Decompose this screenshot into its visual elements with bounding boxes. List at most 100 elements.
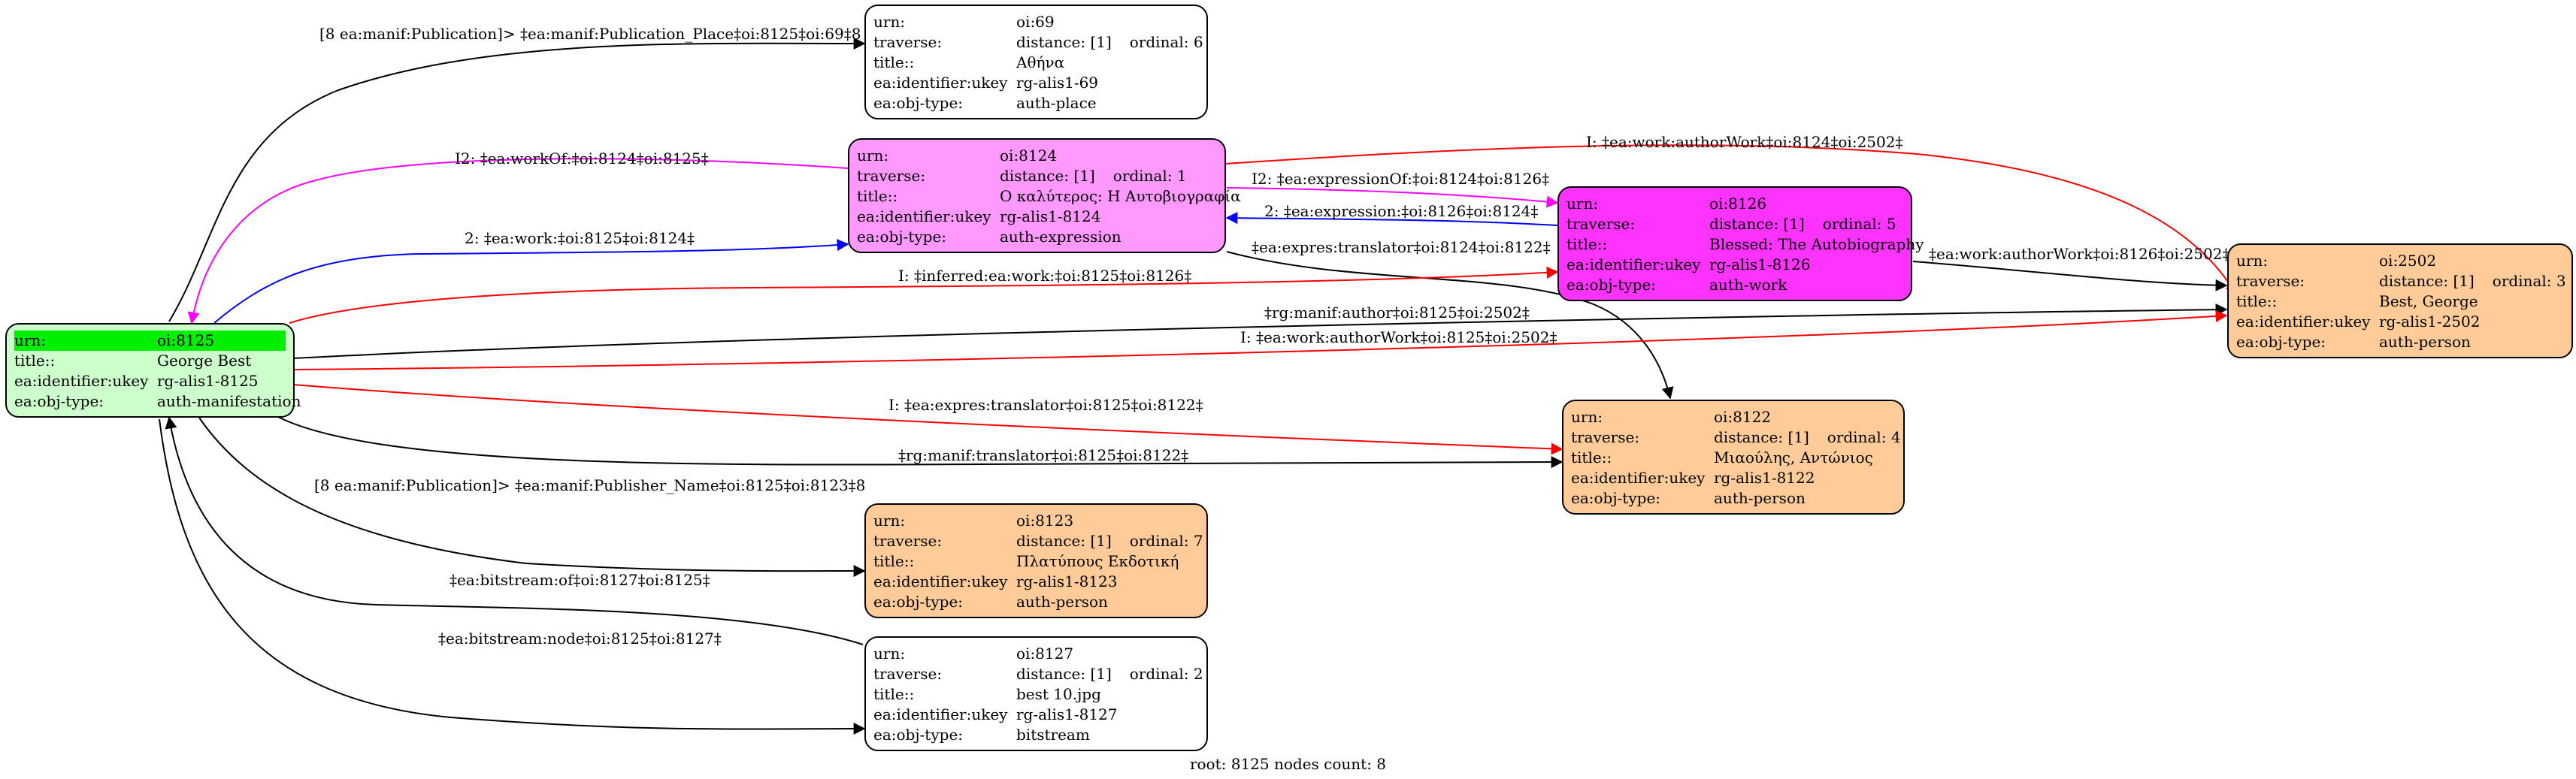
edge-label: [8 ea:manif:Publication]> ‡ea:manif:Publ…: [314, 476, 865, 494]
edge-label: I: ‡ea:work:authorWork‡oi:8124‡oi:2502‡: [1586, 133, 1902, 151]
edge-e3: 2: ‡ea:work:‡oi:8125‡oi:8124‡: [213, 229, 849, 324]
node-oi-69[interactable]: urn:oi:69 traverse:distance: [1]ordinal:…: [864, 5, 1208, 119]
field-value: auth-expression: [1000, 228, 1122, 246]
field-ukey: ea:identifier:ukey rg-alis1-8122: [1571, 468, 1896, 488]
field-value: rg-alis1-8122: [1714, 469, 1815, 487]
field-key: traverse:: [873, 33, 943, 51]
edge-label: ‡ea:bitstream:of‡oi:8127‡oi:8125‡: [450, 571, 710, 589]
edge-e4: I: ‡ea:work:authorWork‡oi:8124‡oi:2502‡: [1224, 133, 2237, 296]
node-oi-8125-root[interactable]: urn:oi:8125 title::George Best ea:identi…: [5, 323, 301, 418]
field-key: ea:identifier:ukey: [14, 372, 149, 390]
field-value: rg-alis1-2502: [2379, 313, 2481, 331]
edge-line: [292, 309, 2228, 370]
field-value: Μιαούλης, Αντώνιος: [1714, 448, 1873, 466]
edge-line: [168, 37, 866, 322]
field-value: Best, George: [2379, 292, 2478, 310]
field-objtype: ea:obj-type:auth-work: [1566, 275, 1903, 295]
field-value: Πλατύπους Εκδοτική: [1016, 552, 1179, 570]
graph-footer: root: 8125 nodes count: 8: [1189, 755, 1387, 773]
field-key: ea:identifier:ukey: [873, 705, 1008, 723]
field-objtype: ea:obj-type:auth-person: [2236, 332, 2564, 352]
edge-e12: I: ‡ea:expres:translator‡oi:8125‡oi:8122…: [292, 384, 1563, 455]
field-objtype: ea:obj-type:auth-expression: [857, 227, 1217, 247]
node-oi-2502[interactable]: urn:oi:2502 traverse:distance: [1]ordina…: [2227, 243, 2573, 358]
field-value: auth-work: [1709, 276, 1787, 294]
edge-label: ‡ea:work:authorWork‡oi:8126‡oi:2502‡: [1929, 245, 2229, 263]
field-title: title::Blessed: The Autobiography: [1566, 234, 1924, 255]
field-value: rg-alis1-8125: [157, 372, 259, 390]
field-urn: urn:oi:8126: [1566, 194, 1903, 214]
field-key: traverse:: [857, 167, 926, 185]
edge-line: [1224, 144, 2237, 296]
field-ordinal: ordinal: 7: [1129, 532, 1203, 550]
field-value: auth-place: [1016, 94, 1097, 112]
edge-line: [292, 303, 2228, 359]
field-urn: urn: oi:8125: [14, 331, 286, 351]
node-oi-8122[interactable]: urn:oi:8122 traverse:distance: [1]ordina…: [1562, 400, 1905, 515]
field-key: traverse:: [873, 532, 943, 550]
node-oi-8126[interactable]: urn:oi:8126 traverse: distance: [1] ordina…: [1557, 186, 1924, 301]
field-traverse: traverse:distance: [1]ordinal: 6: [873, 32, 1203, 53]
field-objtype: ea:obj-type:auth-manifestation: [14, 391, 301, 412]
field-key: urn:: [873, 645, 906, 663]
field-value: distance: [1]: [1714, 428, 1809, 446]
node-oi-8124[interactable]: urn:oi:8124 traverse:distance: [1]ordina…: [848, 138, 1241, 253]
field-objtype: ea:obj-type: auth-place: [873, 93, 1199, 113]
field-value: best 10.jpg: [1016, 685, 1101, 703]
edge-e5: I2: ‡ea:expressionOf:‡oi:8124‡oi:8126‡: [1226, 170, 1559, 208]
field-traverse: traverse: distance: [1] ordinal: 5: [1566, 214, 1903, 234]
node-oi-8123[interactable]: urn:oi:8123 traverse:distance: [1]ordina…: [864, 503, 1208, 618]
field-value: rg-alis1-69: [1016, 74, 1099, 92]
edge-label: ‡ea:bitstream:node‡oi:8125‡oi:8127‡: [438, 630, 722, 648]
edge-label: I: ‡inferred:ea:work:‡oi:8125‡oi:8126‡: [898, 267, 1191, 285]
field-key: urn:: [14, 331, 47, 349]
field-key: ea:obj-type:: [873, 94, 964, 112]
edge-e13: ‡rg:manif:translator‡oi:8125‡oi:8122‡: [277, 416, 1563, 469]
field-ordinal: ordinal: 1: [1112, 167, 1187, 185]
field-key: ea:obj-type:: [14, 392, 104, 410]
field-value: oi:69: [1016, 13, 1055, 31]
edge-e10: ‡rg:manif:author‡oi:8125‡oi:2502‡: [292, 303, 2228, 359]
field-value: oi:8125: [157, 331, 215, 349]
edge-e14: [8 ea:manif:Publication]> ‡ea:manif:Publ…: [198, 417, 866, 578]
edge-e9: I: ‡inferred:ea:work:‡oi:8125‡oi:8126‡: [289, 266, 1559, 324]
field-traverse: traverse:distance: [1]ordinal: 2: [873, 664, 1203, 684]
field-key: traverse:: [873, 665, 943, 683]
edge-line: [1226, 187, 1559, 208]
field-urn: urn:oi:8122: [1571, 407, 1896, 427]
field-value: Ο καλύτερος: Η Αυτοβιογραφία: [1000, 187, 1241, 205]
field-key: ea:identifier:ukey: [1566, 255, 1701, 273]
field-key: ea:identifier:ukey: [1571, 469, 1706, 487]
field-ordinal: ordinal: 5: [1822, 215, 1896, 233]
field-key: ea:identifier:ukey: [2236, 313, 2371, 331]
edge-label: ‡rg:manif:translator‡oi:8125‡oi:8122‡: [898, 446, 1188, 464]
node-oi-8127[interactable]: urn:oi:8127 traverse:distance: [1]ordina…: [864, 636, 1208, 751]
field-key: title::: [1571, 448, 1612, 466]
field-objtype: ea:obj-type:auth-person: [873, 592, 1199, 612]
edge-label: 2: ‡ea:expression:‡oi:8126‡oi:8124‡: [1264, 202, 1538, 220]
edge-line: [165, 416, 864, 645]
field-urn: urn:oi:8127: [873, 644, 1199, 664]
field-objtype: ea:obj-type:bitstream: [873, 725, 1199, 745]
field-value: distance: [1]: [1709, 215, 1805, 233]
field-key: traverse:: [1566, 215, 1636, 233]
field-title: title::Αθήνα: [873, 53, 1199, 73]
field-value: Blessed: The Autobiography: [1709, 235, 1924, 253]
edge-label: [8 ea:manif:Publication]> ‡ea:manif:Publ…: [319, 25, 861, 43]
field-value: rg-alis1-8127: [1016, 705, 1118, 723]
edge-line: [1912, 261, 2228, 291]
field-title: title::Πλατύπους Εκδοτική: [873, 551, 1199, 572]
field-value: distance: [1]: [1016, 532, 1112, 550]
edge-e1: [8 ea:manif:Publication]> ‡ea:manif:Publ…: [168, 25, 866, 322]
field-key: ea:obj-type:: [873, 726, 964, 744]
field-key: ea:obj-type:: [2236, 333, 2326, 351]
edge-line: [292, 384, 1563, 455]
field-urn: urn:oi:69: [873, 12, 1199, 32]
field-value: Αθήνα: [1016, 53, 1065, 71]
edge-label: I: ‡ea:expres:translator‡oi:8125‡oi:8122…: [888, 396, 1203, 414]
field-ukey: ea:identifier:ukey rg-alis1-8127: [873, 705, 1199, 725]
field-objtype: ea:obj-type:auth-person: [1571, 488, 1896, 509]
